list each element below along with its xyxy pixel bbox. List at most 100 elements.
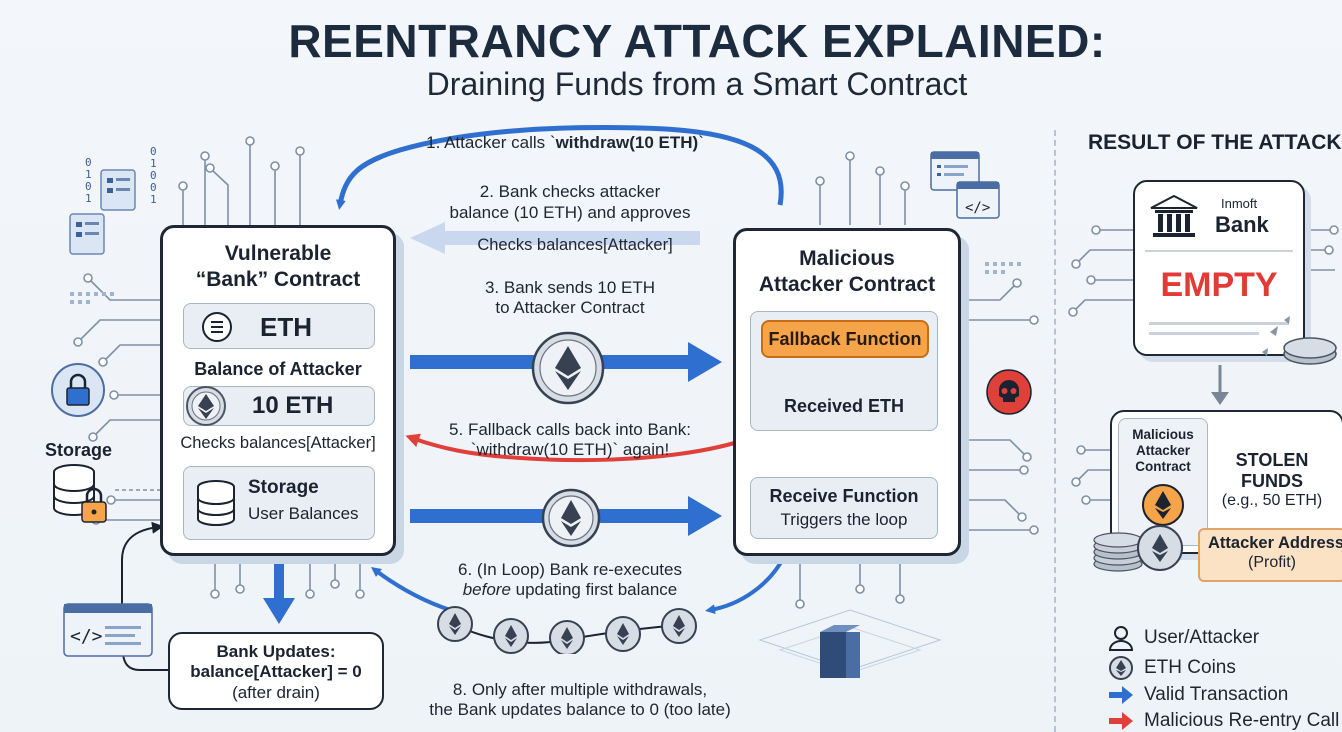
svg-text:</>: </> (965, 200, 990, 216)
attacker-contract-mini: Malicious Attacker Contract (1118, 418, 1208, 546)
code-window-icons: </> (930, 151, 1000, 219)
step3-line2: to Attacker Contract (495, 298, 645, 317)
right-circuit-traces (795, 151, 1039, 609)
bank-title-line2: “Bank” Contract (195, 268, 361, 291)
eth-coin-icon (186, 386, 226, 426)
result-circuit-traces (1068, 225, 1339, 505)
loop-arrow-right (705, 554, 787, 615)
bank-down-arrow-head (263, 598, 295, 624)
legend-malicious: Malicious Re-entry Call (1108, 710, 1339, 732)
receive-function-title: Receive Function (769, 486, 919, 506)
storage-sub: User Balances (248, 504, 359, 523)
attacker-address-line1: Attacker Address (1208, 534, 1342, 552)
left-circuit-traces (73, 136, 365, 599)
step6-line2: before updating first balance (462, 580, 678, 599)
loop-arrow-left (370, 567, 451, 612)
checks-balances-label: Checks balances[Attacker] (180, 434, 376, 452)
stolen-line1: STOLEN (1235, 450, 1309, 470)
bank-updates-line1: Bank Updates: (216, 642, 336, 661)
result-bank-small: Inmoft (1221, 196, 1258, 211)
storage-panel: Storage User Balances (183, 466, 375, 540)
step3-arrow-head (688, 342, 722, 382)
bank-building-icon (1150, 194, 1198, 237)
mini-attacker-line2: Attacker (1135, 443, 1191, 458)
step5-line2: `withdraw(10 ETH)` again! (470, 440, 670, 459)
database-lock-icon (53, 464, 107, 523)
legend-eth: ETH Coins (1108, 655, 1236, 681)
fallback-panel: Fallback Function Received ETH (750, 311, 938, 431)
mini-attacker-line1: Malicious (1132, 427, 1194, 442)
legend-valid-label: Valid Transaction (1144, 684, 1289, 705)
orange-eth-coin-icon (1142, 484, 1184, 526)
page-title: REENTRANCY ATTACK EXPLAINED: (288, 15, 1106, 67)
step2-line1: 2. Bank checks attacker (479, 182, 661, 201)
attacker-title-line2: Attacker Contract (758, 273, 936, 296)
step2-sub: Checks balances[Attacker] (477, 236, 673, 254)
svg-text:</>: </> (70, 626, 103, 647)
legend-malicious-label: Malicious Re-entry Call (1144, 710, 1340, 731)
code-window-bottom-left: </> (63, 603, 153, 657)
bank-updates-line3: (after drain) (232, 683, 320, 702)
legend-user-label: User/Attacker (1144, 627, 1260, 648)
bank-down-arrow-shaft (274, 555, 284, 600)
broken-coins-icon (1262, 316, 1337, 365)
lock-icon (51, 363, 105, 417)
dot-grid-left (70, 292, 114, 304)
section-divider (1054, 130, 1056, 732)
eth-token-panel: ETH (183, 303, 375, 349)
red-arrow-icon (1109, 712, 1133, 730)
receive-function-sub: Triggers the loop (780, 510, 908, 529)
coin-stack-icon (1093, 525, 1183, 572)
legend-eth-label: ETH Coins (1144, 657, 1236, 678)
bank-title-line1: Vulnerable (224, 242, 332, 265)
result-bank-name: Bank (1215, 212, 1269, 237)
step3-line1: 3. Bank sends 10 ETH (484, 278, 656, 297)
eth-circle-icon (202, 312, 232, 342)
doc-icons-left (69, 169, 136, 255)
stolen-line3: (e.g., 50 ETH) (1221, 492, 1323, 509)
bank-updates-line2: balance[Attacker] = 0 (190, 662, 362, 681)
attacker-contract-card: Malicious Attacker Contract Fallback Fun… (733, 228, 961, 556)
skull-icon (986, 369, 1032, 415)
bank-updates-box: Bank Updates: balance[Attacker] = 0 (aft… (168, 632, 384, 710)
attacker-title-line1: Malicious (799, 247, 895, 270)
mini-attacker-line3: Contract (1135, 459, 1191, 474)
balance-label: Balance of Attacker (194, 359, 362, 379)
step1-label: 1. Attacker calls `withdraw(10 ETH)` (426, 133, 704, 152)
user-icon (1108, 626, 1134, 651)
eth-coin-large-2 (541, 488, 601, 548)
step8-line1: 8. Only after multiple withdrawals, (452, 680, 708, 699)
balance-value-panel: 10 ETH (183, 386, 375, 426)
svg-text:0: 0 (150, 169, 157, 182)
step1-arrow (335, 125, 784, 210)
attacker-address-line2: (Profit) (1248, 554, 1296, 571)
svg-text:1: 1 (85, 192, 92, 205)
result-heading: RESULT OF THE ATTACK (1088, 131, 1342, 154)
svg-text:0: 0 (85, 156, 92, 169)
step6-line1: 6. (In Loop) Bank re-executes (458, 560, 682, 579)
step8-line2: the Bank updates balance to 0 (too late) (429, 700, 731, 719)
server-illustration (758, 609, 942, 678)
receive-panel: Receive Function Triggers the loop (750, 477, 938, 539)
fallback-function-box: Fallback Function (761, 320, 929, 358)
eth-coin-legend-icon (1109, 656, 1133, 680)
balance-value: 10 ETH (252, 392, 334, 419)
svg-text:0: 0 (150, 145, 157, 158)
step2-line2: balance (10 ETH) and approves (449, 203, 691, 222)
svg-text:1: 1 (85, 168, 92, 181)
svg-text:0: 0 (150, 181, 157, 194)
coin-chain (437, 606, 697, 654)
step5-line1: 5. Fallback calls back into Bank: (449, 420, 691, 439)
storage-side-label: Storage (45, 440, 113, 460)
svg-text:0: 0 (85, 180, 92, 193)
database-icon (197, 480, 235, 526)
stolen-line2: FUNDS (1241, 471, 1303, 491)
step4-arrow-head (688, 496, 722, 536)
received-eth-label: Received ETH (783, 396, 905, 416)
result-down-arrow (1211, 392, 1229, 405)
legend-user: User/Attacker (1108, 625, 1259, 651)
svg-text:1: 1 (150, 157, 157, 170)
bank-contract-card: Vulnerable “Bank” Contract ETH Balance o… (160, 225, 396, 556)
eth-label: ETH (260, 312, 312, 342)
